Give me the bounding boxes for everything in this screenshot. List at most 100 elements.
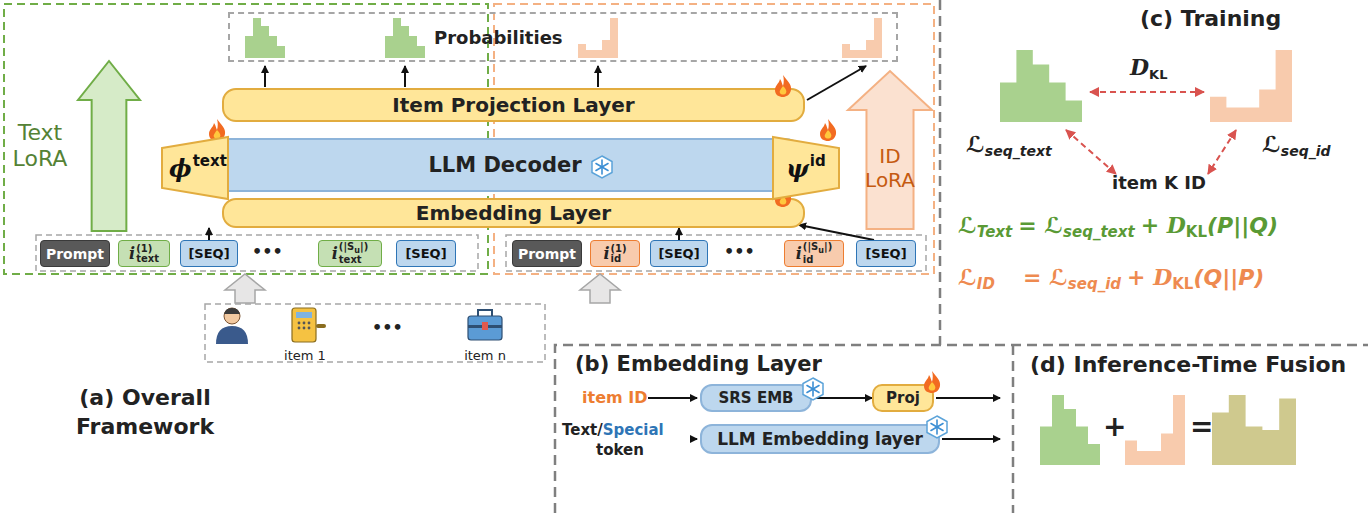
input-token: Prompt	[512, 240, 582, 267]
probability-arrows	[264, 66, 266, 87]
lora-adapter-trapezoid	[773, 137, 839, 199]
node-text: Prompt	[46, 246, 104, 262]
histogram	[578, 18, 618, 58]
probability-arrows	[597, 66, 599, 87]
trainable-flame-icon	[773, 74, 793, 98]
lock-icon	[296, 312, 312, 318]
text-wrap: Prompt	[518, 246, 576, 262]
label-line: ℒseq_text	[966, 132, 1052, 159]
node-text: [SEQ]	[405, 246, 446, 261]
lora-adapter: ψid	[772, 136, 840, 200]
layer-box: Item Projection Layer	[222, 88, 805, 122]
text-label: token	[596, 441, 644, 459]
frozen-snowflake-icon	[807, 386, 819, 393]
text-wrap: ψid	[786, 153, 825, 183]
math-symbol: ϕ	[169, 154, 192, 183]
kl-arrows	[1066, 92, 1236, 174]
label-line: item K ID	[1112, 172, 1206, 193]
label-line: (d) Inference-Time Fusion	[1030, 352, 1346, 377]
layer-box: Embedding Layer	[222, 198, 805, 228]
layer-box: Proj	[872, 384, 934, 412]
text-label: (d) Inference-Time Fusion	[1030, 352, 1346, 377]
label-line: item 1	[272, 345, 338, 364]
text-label: D	[1130, 54, 1149, 80]
subscript: text	[339, 254, 362, 265]
math-symbol: ψ	[786, 154, 809, 183]
node-text: Text LoRA	[13, 120, 68, 171]
embedding-arrows	[942, 438, 1000, 440]
input-arrows	[580, 274, 620, 303]
label-line: token	[596, 440, 644, 459]
text-label: (P||Q)	[1207, 213, 1278, 238]
text-wrap: Item Projection Layer	[392, 93, 634, 117]
label-line: (c) Training	[1140, 6, 1281, 31]
text-label: (Q||P)	[1193, 265, 1264, 290]
frozen-snowflake-icon	[931, 424, 943, 431]
text-label: •••	[372, 318, 403, 337]
trainable-flame-icon	[924, 371, 940, 393]
text-wrap: Proj	[886, 389, 920, 407]
toolbox-icon	[468, 310, 502, 340]
label-line: =	[1190, 410, 1213, 443]
subscript-label: ID	[977, 275, 995, 293]
trainable-flame-icon	[214, 130, 221, 139]
region-outlines	[36, 235, 478, 271]
layer-box: LLM Embedding layer	[700, 424, 940, 454]
histogram	[245, 18, 285, 58]
input-arrows	[225, 274, 265, 303]
text-label: Text	[562, 421, 597, 439]
text-wrap: ϕtext	[169, 153, 227, 183]
text-label: = ℒ	[1018, 213, 1063, 238]
probability-arrows	[404, 66, 406, 87]
text-label: Special	[603, 421, 664, 439]
histogram	[1040, 395, 1100, 465]
superscript-line: (|Su|)	[803, 242, 832, 255]
text-wrap: i(1)id	[603, 243, 626, 264]
lock-icon	[292, 308, 326, 342]
lora-branch-arrow: Text LoRA	[8, 60, 148, 232]
node-text: [SEQ]	[865, 246, 906, 261]
input-token: [SEQ]	[396, 240, 456, 267]
panel-separators	[555, 0, 1368, 513]
label-line: •••	[252, 242, 283, 261]
text-label: item n	[464, 348, 506, 363]
panel-separators	[939, 0, 942, 345]
text-label: ℒ	[1262, 132, 1281, 157]
subscript-line	[810, 169, 826, 183]
frozen-snowflake-icon	[596, 164, 608, 171]
input-token: i(|Su|)id	[784, 240, 844, 267]
text-label: + D	[1127, 264, 1172, 290]
lock-icon	[298, 322, 301, 325]
toolbox-icon	[468, 316, 502, 340]
frozen-snowflake-icon	[931, 424, 943, 431]
superscript-line: id	[810, 154, 826, 169]
panel-separators	[1012, 345, 1015, 513]
region-outlines	[506, 235, 926, 271]
text-label: item K ID	[1112, 172, 1206, 193]
lock-icon	[298, 322, 311, 330]
subscript-line: id	[803, 255, 832, 265]
text-label: ℒ	[966, 132, 985, 157]
trainable-flame-icon	[929, 382, 936, 391]
label-line: item ID	[582, 388, 647, 407]
node-text: Proj	[886, 389, 920, 407]
user-icon	[216, 326, 248, 344]
superscript-line: (1)	[610, 244, 626, 254]
node-text: Probabilities	[434, 27, 563, 48]
trainable-flame-icon	[825, 130, 832, 139]
index-stack: (1)text	[136, 244, 159, 264]
frozen-snowflake-icon	[592, 156, 612, 178]
text-wrap: LLM Decoder	[428, 153, 581, 177]
text-wrap: Embedding Layer	[416, 201, 611, 225]
index-stack: text	[193, 154, 227, 183]
text-wrap: Probabilities	[434, 27, 563, 48]
text-wrap: LLM Embedding layer	[717, 429, 923, 449]
text-label: item ID	[582, 388, 647, 407]
lock-icon	[308, 327, 311, 330]
index-stack: (1)id	[610, 244, 626, 264]
frozen-snowflake-icon	[803, 378, 823, 400]
superscript: |)	[824, 241, 832, 252]
text-label: •••	[252, 242, 283, 261]
trainable-flame-icon	[818, 118, 838, 142]
text-wrap: [SEQ]	[188, 246, 229, 261]
